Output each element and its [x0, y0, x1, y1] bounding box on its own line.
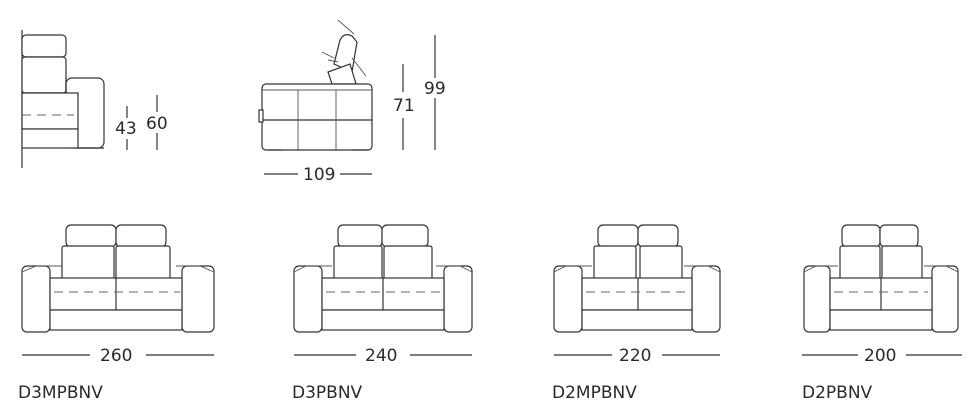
- model-code-1: D3MPBNV: [18, 383, 103, 403]
- model-code-4: D2PBNV: [802, 383, 873, 403]
- width-label-4: 200: [864, 346, 896, 366]
- width-label-2: 240: [365, 346, 397, 366]
- sofa-front-d2pbnv: 200 D2PBNV: [802, 224, 962, 403]
- arm-height-label: 60: [146, 114, 168, 134]
- model-code-2: D3PBNV: [292, 383, 363, 403]
- sofa-front-d2mpbnv: 220 D2MPBNV: [552, 224, 721, 403]
- model-code-3: D2MPBNV: [552, 383, 637, 403]
- sofa-front-d3mpbnv: 260 D3MPBNV: [18, 224, 215, 403]
- back-height-label: 71: [393, 96, 415, 116]
- width-label-1: 260: [100, 346, 132, 366]
- seat-height-label: 43: [115, 119, 137, 139]
- side-view: 43 60: [21, 30, 168, 168]
- width-label-3: 220: [619, 346, 651, 366]
- sofa-front-d3pbnv: 240 D3PBNV: [292, 224, 473, 403]
- headrest-height-label: 99: [424, 79, 446, 99]
- depth-label: 109: [303, 165, 335, 185]
- profile-view: 109 71 99: [258, 19, 446, 185]
